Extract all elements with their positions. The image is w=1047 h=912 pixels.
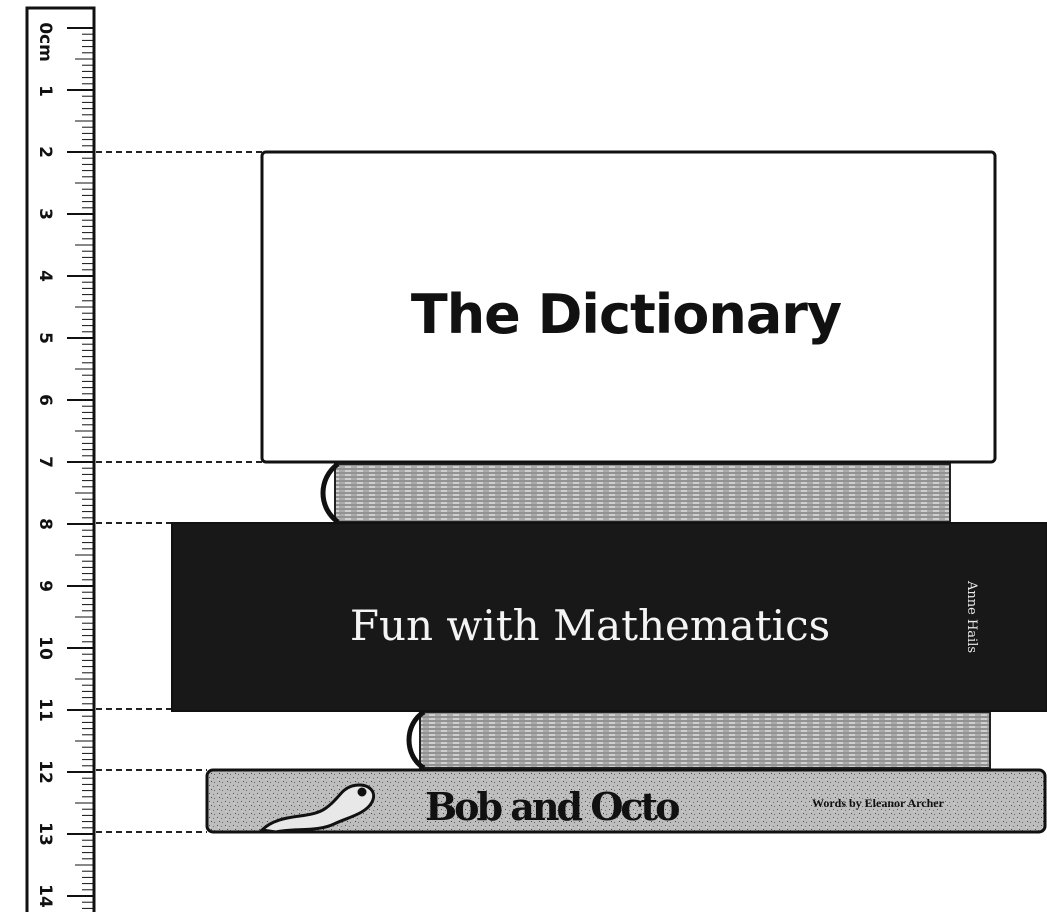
- ruler-label-12: 12: [35, 760, 55, 784]
- dictionary-title: The Dictionary: [411, 283, 842, 346]
- bob-and-octo-cover: [205, 768, 1047, 834]
- mathematics-spine-author: Anne Hails: [964, 580, 979, 653]
- mathematics-cover: [171, 522, 1047, 712]
- measurement-guides: [96, 151, 262, 833]
- book-mathematics: Fun with Mathematics Anne Hails: [171, 522, 1047, 712]
- ruler-label-3: 3: [35, 208, 55, 220]
- ruler-label-7: 7: [35, 456, 55, 468]
- ruler-unit-label: 0cm: [35, 22, 55, 62]
- bob-and-octo-author: Words by Eleanor Archer: [812, 796, 945, 810]
- ruler: 0cm 1 2 3 4 5 6 7 8 9 10 11 12 13 14: [25, 6, 96, 912]
- dictionary-cover: [260, 150, 997, 464]
- ruler-label-2: 2: [35, 146, 55, 158]
- ruler-label-14: 14: [35, 884, 55, 908]
- ruler-label-5: 5: [35, 332, 55, 344]
- ruler-label-11: 11: [35, 698, 55, 722]
- book-pages-lower: [406, 709, 991, 771]
- worm-illustration: [258, 783, 375, 834]
- bob-and-octo-title: Bob and Octo: [425, 784, 679, 829]
- ruler-label-10: 10: [35, 636, 55, 660]
- ruler-label-8: 8: [35, 518, 55, 530]
- book-pages-upper: [320, 461, 951, 525]
- ruler-label-9: 9: [35, 580, 55, 592]
- ruler-label-1: 1: [35, 85, 55, 97]
- book-dictionary: The Dictionary: [260, 150, 997, 464]
- ruler-label-6: 6: [35, 394, 55, 406]
- mathematics-title: Fun with Mathematics: [350, 601, 830, 650]
- ruler-label-13: 13: [35, 822, 55, 846]
- ruler-label-4: 4: [35, 270, 55, 282]
- ruler-ticks: [67, 27, 93, 909]
- book-bob-and-octo: Bob and Octo Words by Eleanor Archer: [205, 768, 1047, 834]
